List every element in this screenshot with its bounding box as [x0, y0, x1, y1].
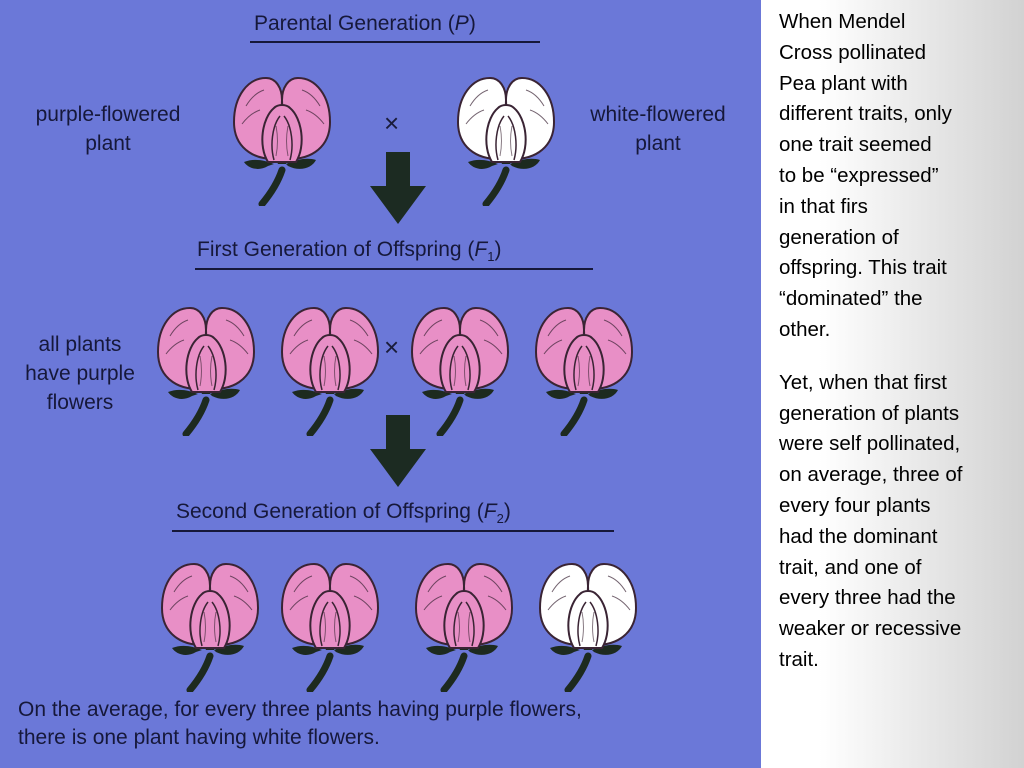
flower-purple: [406, 296, 514, 436]
label-line: plant: [85, 132, 131, 155]
flower-purple: [530, 296, 638, 436]
flower-purple: [228, 66, 336, 206]
heading-second-generation: Second Generation of Offspring (F2): [176, 500, 511, 527]
down-arrow-icon: [368, 152, 428, 226]
flower-purple: [152, 296, 260, 436]
footer-line-1: On the average, for every three plants h…: [18, 698, 582, 721]
label-line: have purple: [25, 362, 135, 385]
cross-symbol: ×: [384, 332, 400, 362]
cross-symbol: ×: [384, 108, 400, 138]
flower-white: [534, 552, 642, 692]
flower-purple: [156, 552, 264, 692]
down-arrow-icon: [368, 415, 428, 489]
heading-underline: [250, 41, 540, 43]
label-all-plants-purple: all plants have purple flowers: [0, 330, 160, 417]
heading-parental-generation: Parental Generation (P): [254, 12, 476, 35]
flower-white: [452, 66, 560, 206]
label-white-flowered-plant: white-flowered plant: [560, 100, 756, 158]
label-line: all plants: [38, 333, 122, 356]
label-line: white-flowered: [590, 103, 726, 126]
label-line: flowers: [46, 391, 114, 414]
explanation-paragraph-1: When Mendel Cross pollinated Pea plant w…: [779, 10, 952, 341]
explanation-paragraph-2: Yet, when that first generation of plant…: [779, 370, 963, 671]
heading-underline: [195, 268, 593, 270]
footer-line-2: there is one plant having white flowers.: [18, 726, 380, 749]
label-line: plant: [635, 132, 681, 155]
flower-purple: [276, 296, 384, 436]
label-purple-flowered-plant: purple-flowered plant: [8, 100, 208, 158]
heading-first-generation: First Generation of Offspring (F1): [197, 238, 502, 265]
pea-cross-diagram: Parental Generation (P) purple-flowered …: [0, 0, 761, 768]
flower-purple: [410, 552, 518, 692]
heading-underline: [172, 530, 614, 532]
flower-purple: [276, 552, 384, 692]
explanation-text: When Mendel Cross pollinated Pea plant w…: [779, 7, 1019, 698]
label-line: purple-flowered: [35, 103, 181, 126]
